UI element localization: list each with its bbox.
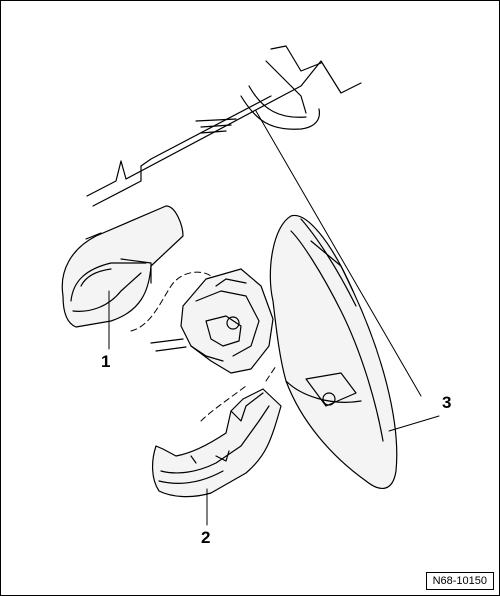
alignment-line (255, 110, 422, 397)
figure-reference-code: N68-10150 (425, 572, 494, 590)
callout-2: 2 (201, 528, 211, 547)
dashboard-outline (86, 45, 362, 207)
part-2-lower-cover (152, 388, 282, 498)
column-switch-housing (150, 268, 274, 374)
callout-1: 1 (101, 352, 111, 371)
assembly-lines (130, 271, 277, 422)
part-1-upper-cover (61, 205, 184, 328)
leader-lines (108, 290, 440, 526)
callout-3: 3 (442, 393, 452, 412)
part-3-steering-wheel (269, 214, 398, 489)
